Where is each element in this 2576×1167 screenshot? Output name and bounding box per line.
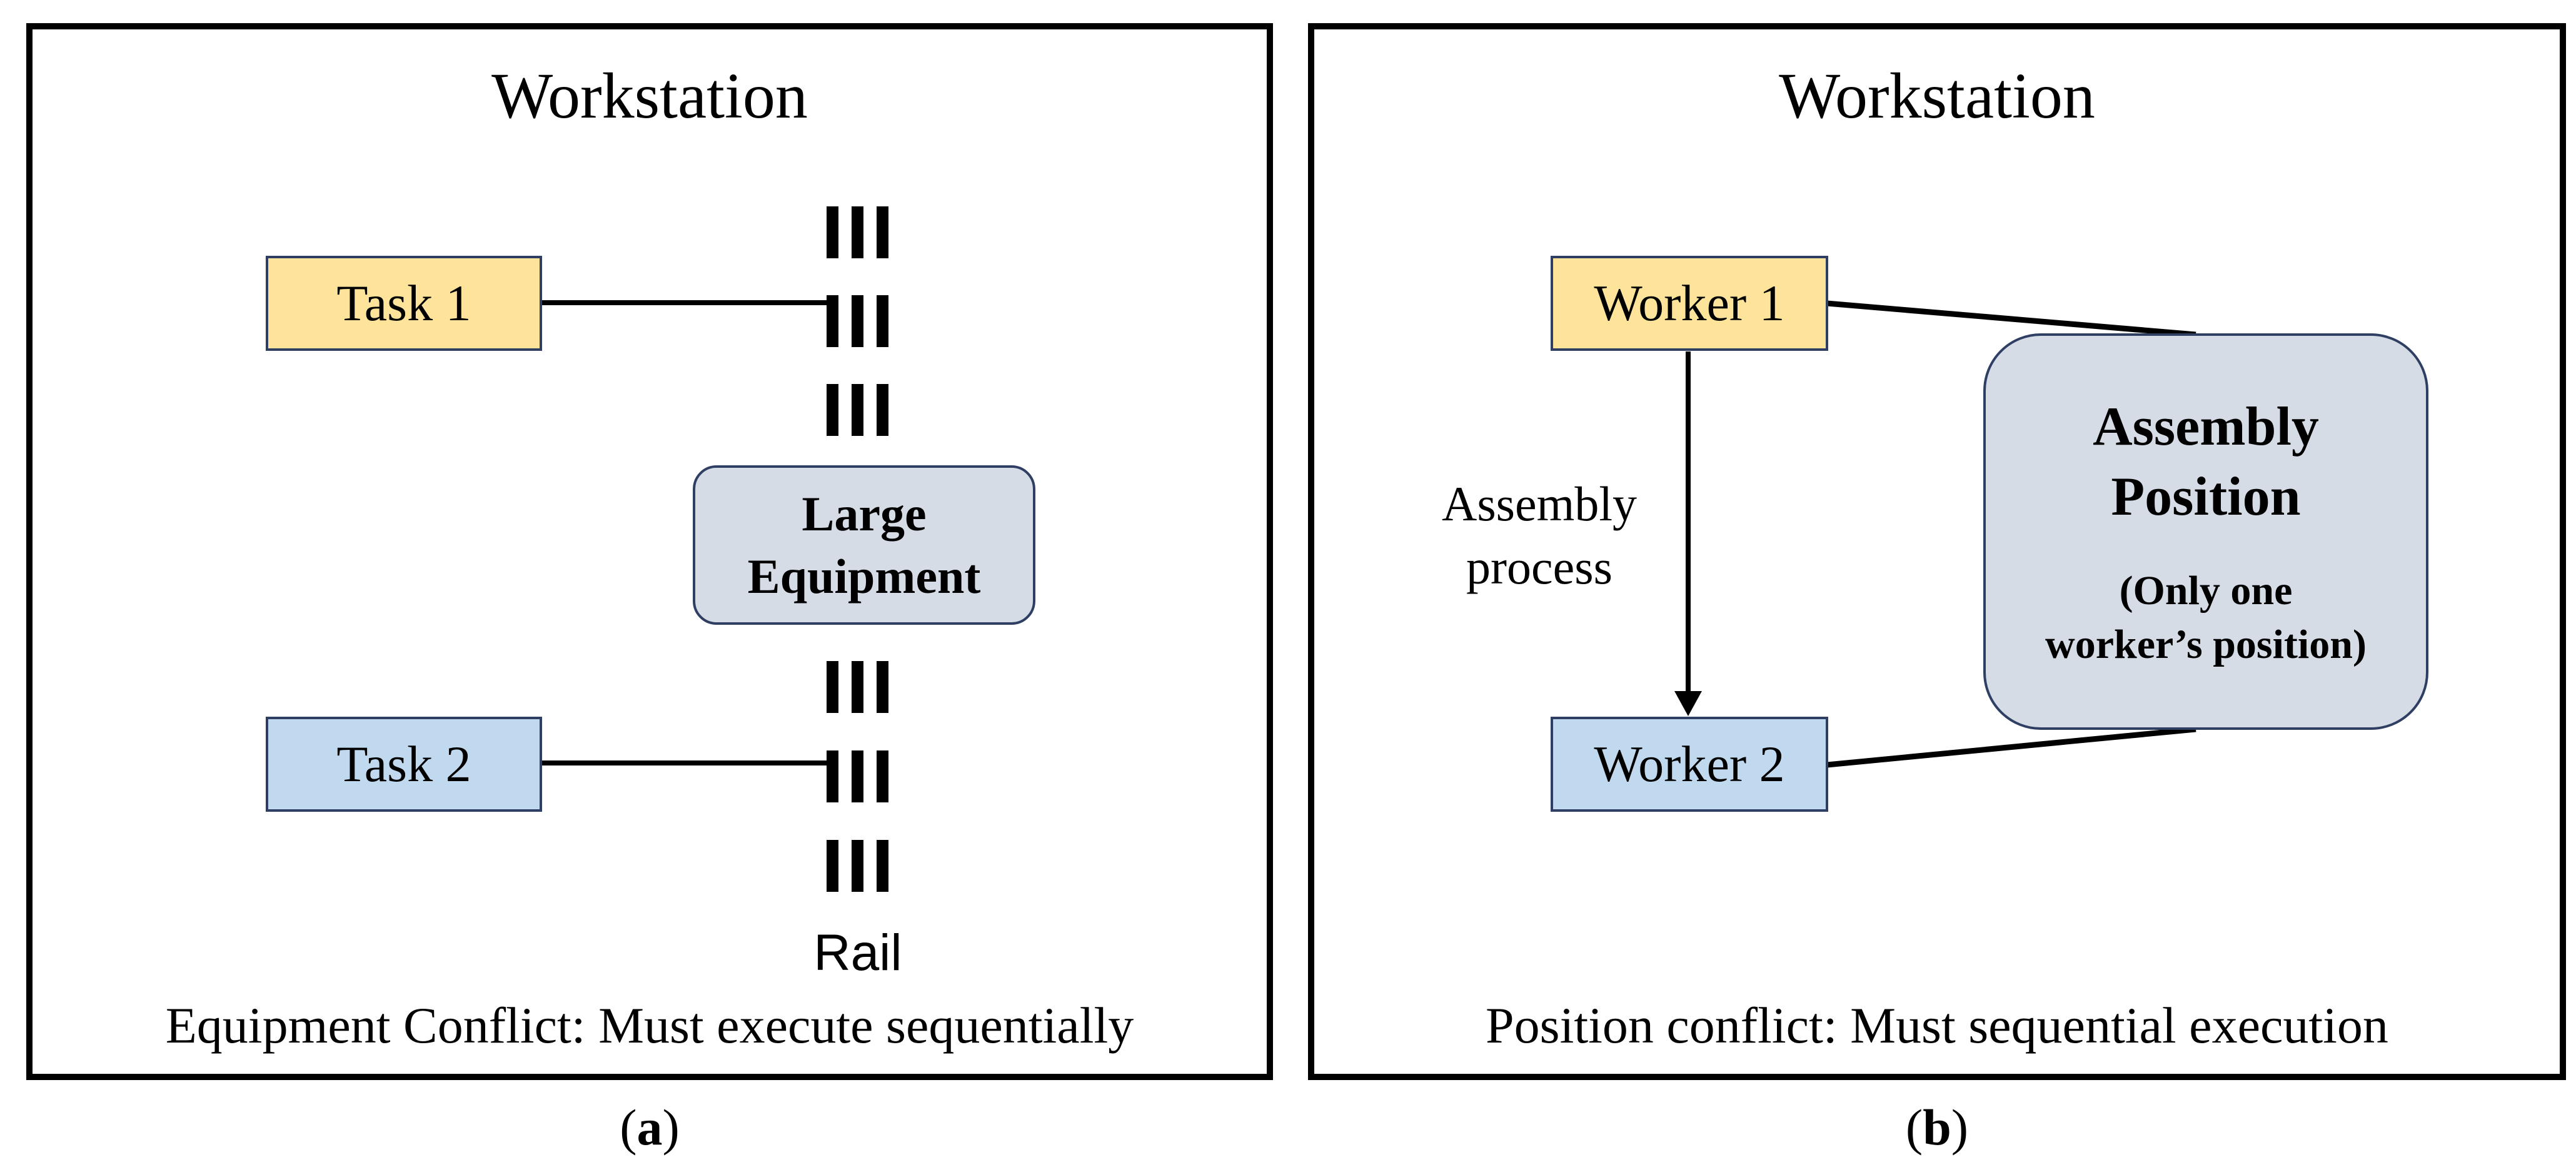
worker-2-label: Worker 2	[1594, 735, 1785, 792]
assembly-position-line-2: Position	[2111, 467, 2301, 528]
rail-segment	[827, 840, 838, 892]
panel-a-title: Workstation	[491, 60, 808, 132]
assembly-process-label: Assembly process	[1439, 472, 1639, 599]
rail-segment	[852, 206, 863, 258]
rail-segment	[852, 661, 863, 713]
worker-1-connector	[1826, 300, 2196, 338]
arrow-down-icon	[1674, 691, 1702, 716]
worker-1-box: Worker 1	[1551, 256, 1828, 351]
task-1-box: Task 1	[266, 256, 542, 351]
assembly-position-box: Assembly Position (Only one worker’s pos…	[1983, 333, 2428, 730]
worker-2-box: Worker 2	[1551, 717, 1828, 812]
rail-segment	[827, 661, 838, 713]
rail-segment	[877, 750, 888, 802]
task-2-box: Task 2	[266, 717, 542, 812]
panel-a-connectors	[542, 206, 888, 892]
rail-segment	[877, 384, 888, 436]
worker-1-label: Worker 1	[1594, 275, 1785, 331]
assembly-process-label-line-2: process	[1466, 540, 1613, 595]
panel-a: Workstation Task 1 Task	[26, 23, 1273, 1080]
rail-segment	[852, 295, 863, 347]
rail-segment	[827, 750, 838, 802]
rail-segment	[877, 661, 888, 713]
rail-segment	[827, 384, 838, 436]
rail-segment	[877, 840, 888, 892]
worker-2-connector	[1826, 726, 2196, 768]
panel-b-title: Workstation	[1779, 60, 2095, 132]
panel-b-caption: Position conflict: Must sequential execu…	[1486, 997, 2388, 1054]
panel-a-sublabel: (a)	[620, 1099, 680, 1156]
assembly-position-note-line-2: worker’s position)	[2045, 621, 2367, 667]
rail-label: Rail	[813, 924, 902, 981]
rail-segment	[827, 206, 838, 258]
panel-b-sublabel: (b)	[1905, 1099, 1969, 1156]
rail-segment	[852, 750, 863, 802]
assembly-position-line-1: Assembly	[2093, 396, 2319, 457]
assembly-process-label-line-1: Assembly	[1442, 477, 1637, 531]
panel-b-connectors	[1674, 300, 2196, 768]
rail	[827, 206, 888, 892]
large-equipment-box: Large Equipment	[693, 465, 1035, 625]
panel-b: Workstation Worker 1 Worker 2 Assembly p…	[1308, 23, 2566, 1080]
task-1-label: Task 1	[336, 275, 471, 331]
equipment-label-line-1: Large	[802, 486, 927, 541]
rail-segment	[877, 206, 888, 258]
panel-a-caption: Equipment Conflict: Must execute sequent…	[165, 997, 1134, 1054]
rail-segment	[877, 295, 888, 347]
rail-segment	[852, 840, 863, 892]
equipment-label-line-2: Equipment	[747, 548, 981, 604]
assembly-position-note-line-1: (Only one	[2119, 567, 2293, 614]
task-2-label: Task 2	[336, 735, 471, 792]
rail-segment	[852, 384, 863, 436]
